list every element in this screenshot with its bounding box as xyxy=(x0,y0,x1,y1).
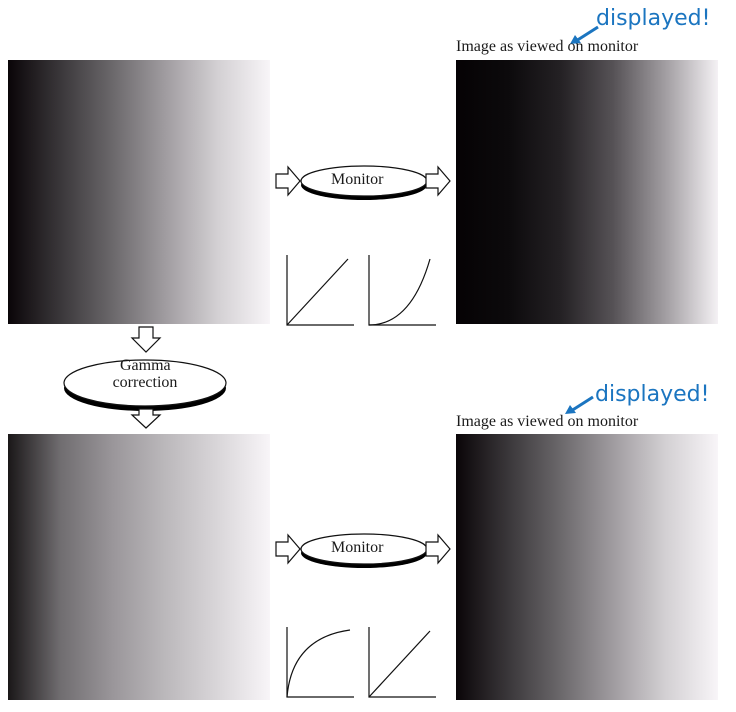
bottom-output-arrow-icon xyxy=(425,533,451,565)
correction-output-arrow-icon xyxy=(130,408,162,429)
top-arrow-icon xyxy=(570,25,599,44)
bottom-input-curve-plot xyxy=(286,627,354,698)
top-monitor-ellipse xyxy=(300,165,428,200)
top-caption: Image as viewed on monitor xyxy=(456,38,639,55)
top-monitor-output-ramp xyxy=(456,60,718,324)
top-displayed-annotation: displayed! xyxy=(596,6,711,31)
gamma-correction-label-line1: Gamma xyxy=(120,357,171,374)
bottom-monitor-curve-plot xyxy=(368,627,436,698)
gamma-correction-label-line2: correction xyxy=(112,374,178,391)
top-output-arrow-icon xyxy=(425,165,451,197)
top-original-ramp xyxy=(8,60,270,324)
bottom-arrow-icon xyxy=(565,395,594,414)
bottom-input-arrow-icon xyxy=(275,533,301,565)
bottom-monitor-box xyxy=(275,533,451,568)
top-input-arrow-icon xyxy=(275,165,301,197)
top-monitor-box xyxy=(275,165,451,200)
gamma-correction-ellipse xyxy=(63,359,227,411)
bottom-corrected-ramp xyxy=(8,434,270,700)
top-monitor-label: Monitor xyxy=(331,171,384,188)
bottom-monitor-output-ramp xyxy=(456,434,718,700)
correction-down-arrow-icon xyxy=(130,326,162,353)
bottom-monitor-label: Monitor xyxy=(331,539,384,556)
bottom-monitor-ellipse xyxy=(300,533,428,568)
top-input-curve-plot xyxy=(286,255,354,326)
bottom-displayed-annotation: displayed! xyxy=(595,382,710,407)
bottom-caption: Image as viewed on monitor xyxy=(456,413,639,430)
top-monitor-curve-plot xyxy=(368,255,436,326)
